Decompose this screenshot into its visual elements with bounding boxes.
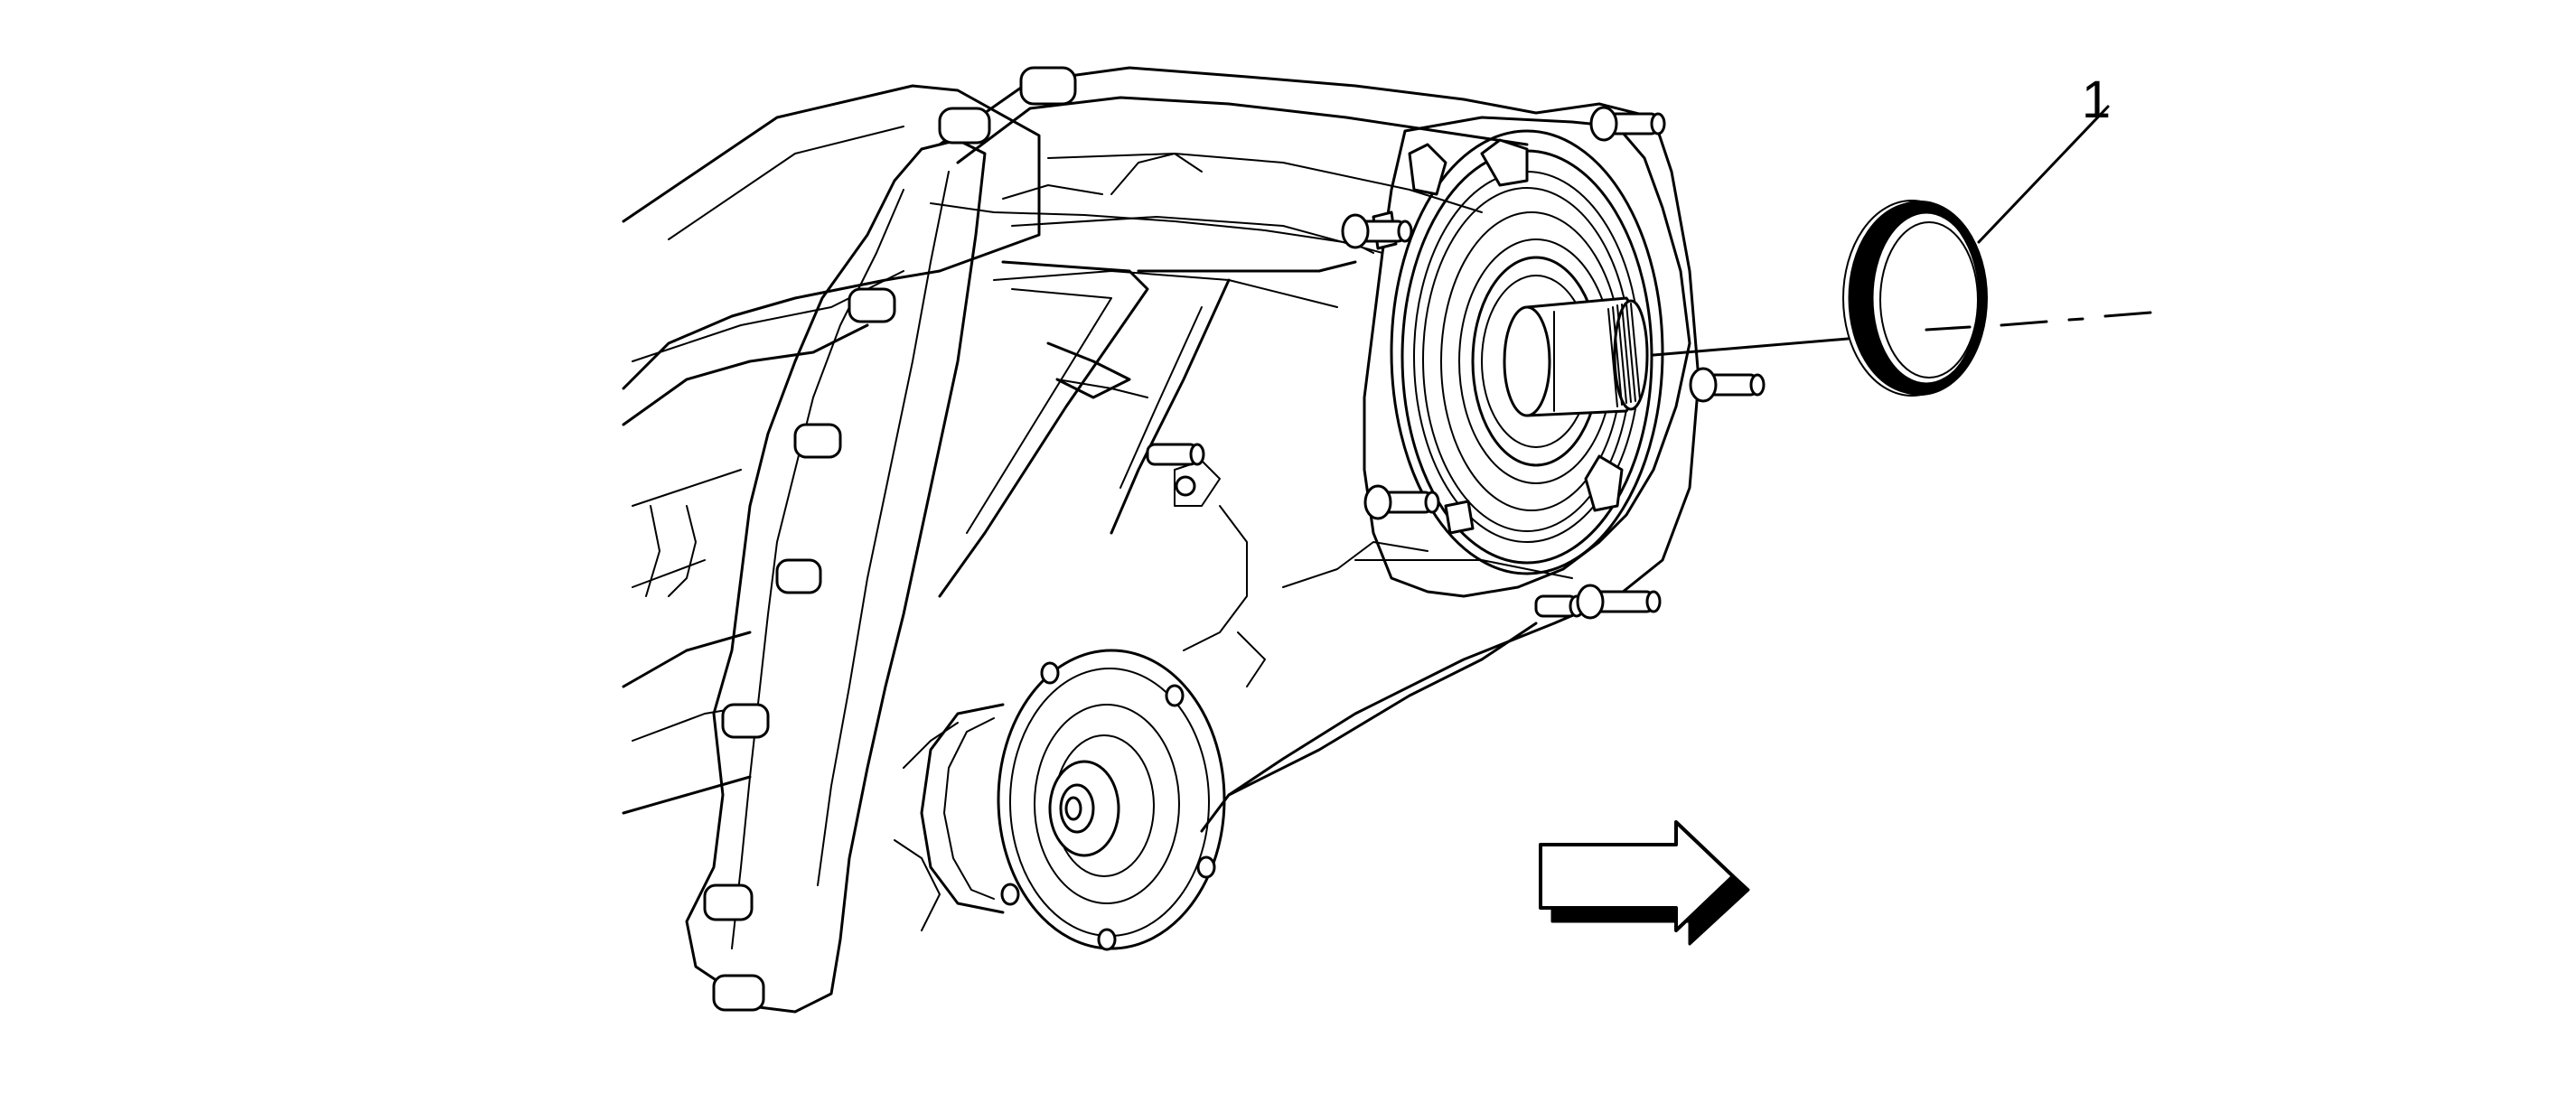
direction-arrow [1539,820,1750,946]
rear-output-housing [1341,106,1766,620]
output-shaft-splines [1607,303,1641,407]
flange-stud [1341,106,1766,620]
transfer-case-housing [622,66,1700,1014]
front-output-flange [894,649,1226,951]
seal [1842,200,1988,397]
flange-bolt-hole [1000,661,1216,951]
callout-1: 1 [1977,70,2111,244]
callout-number: 1 [2082,70,2111,129]
flange-boss [703,66,1077,1012]
